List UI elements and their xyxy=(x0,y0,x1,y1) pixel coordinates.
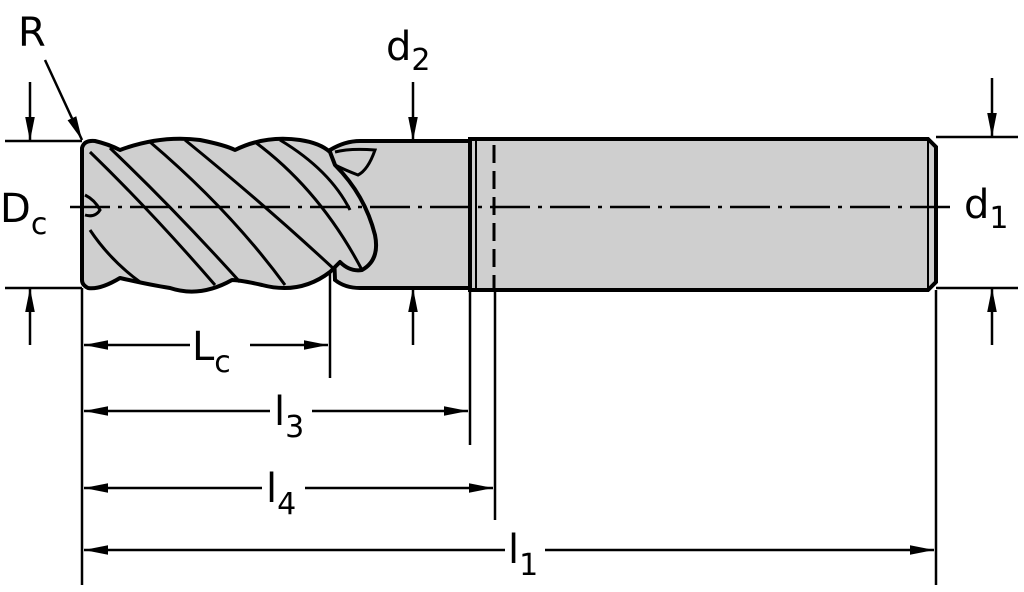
extension-lines xyxy=(5,135,1018,585)
label-l4: l4 xyxy=(266,466,296,522)
label-dc: Dc xyxy=(0,186,47,242)
label-l1: l1 xyxy=(508,527,538,583)
cutting-head xyxy=(80,136,379,294)
shank xyxy=(468,137,938,292)
radius-leader xyxy=(43,59,84,141)
label-d2: d2 xyxy=(386,24,430,78)
label-l3: l3 xyxy=(274,389,304,445)
diameter-arrows xyxy=(25,59,997,345)
label-d1: d1 xyxy=(964,182,1008,236)
label-lc: Lc xyxy=(192,324,231,380)
length-dimensions xyxy=(84,340,934,555)
flute-lines xyxy=(84,138,378,286)
label-r: R xyxy=(18,10,46,56)
